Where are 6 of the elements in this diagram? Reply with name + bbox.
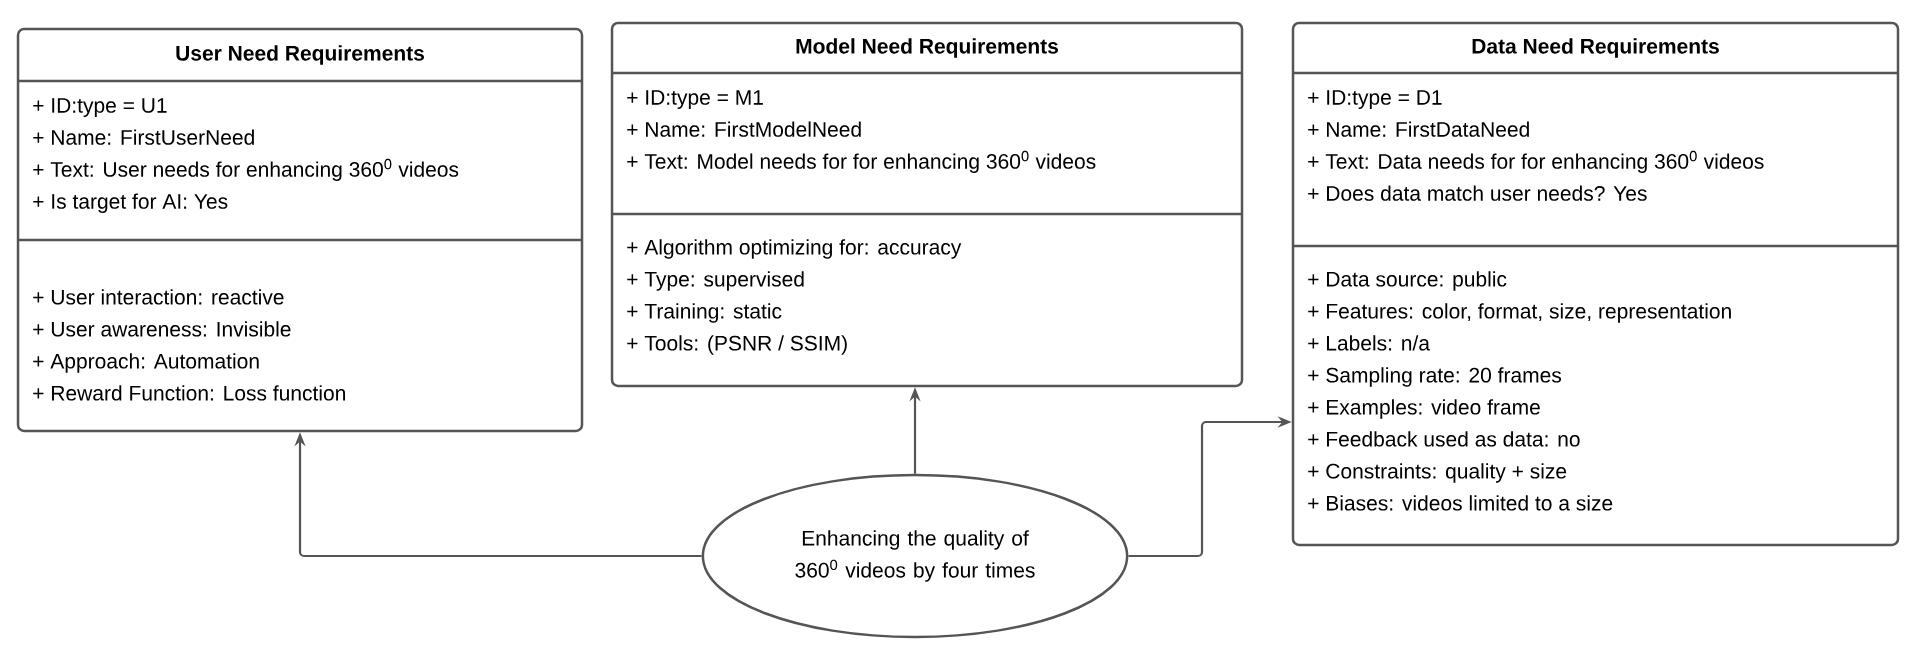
attribute-list: + ID:type = M1 + Name: FirstModelNeed + Text: Model needs for for enhancing 360$^{0}$ videos	[627, 90, 1096, 173]
attribute-list: + ID:type = U1 + Name: FirstUserNeed + Text: User needs for enhancing 360$^{0}$ videos + Is target for AI: Yes	[33, 98, 459, 213]
attribute-list: + User interaction: reactive + User awareness: Invisible + Approach: Automation + Reward Function: Loss function	[33, 289, 345, 401]
attribute-list: + Algorithm optimizing for: accuracy + Type: supervised + Training: static + Tools: (PSNR / SSIM)	[627, 239, 962, 355]
attribute-list: + Data source: public + Features: color, format, size, representation + Labels: n/a + Sampling rate: 20 frames + Examples: video frame + Feedback used as data: no + Constraints: quality + size + Biases: videos limited to a size	[1308, 271, 1731, 511]
attribute-list: + ID:type = D1 + Name: FirstDataNeed + Text: Data needs for for enhancing 360$^{0}$ videos + Does data match user needs? Yes	[1308, 90, 1764, 201]
